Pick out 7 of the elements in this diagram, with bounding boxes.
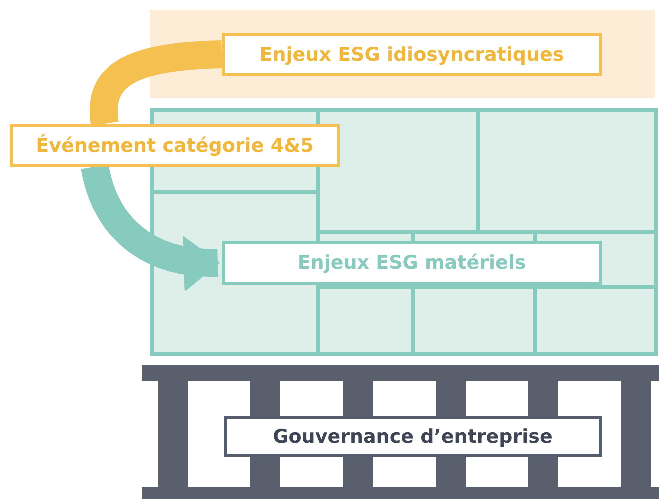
curved-band [90, 40, 223, 126]
label-box: Événement catégorie 4&5 [10, 124, 340, 167]
background-band [150, 10, 655, 98]
label-box: Enjeux ESG matériels [222, 241, 602, 285]
label-box: Gouvernance d’entreprise [224, 416, 602, 457]
curved-arrow [81, 164, 220, 290]
label-box: Enjeux ESG idiosyncratiques [222, 33, 602, 76]
